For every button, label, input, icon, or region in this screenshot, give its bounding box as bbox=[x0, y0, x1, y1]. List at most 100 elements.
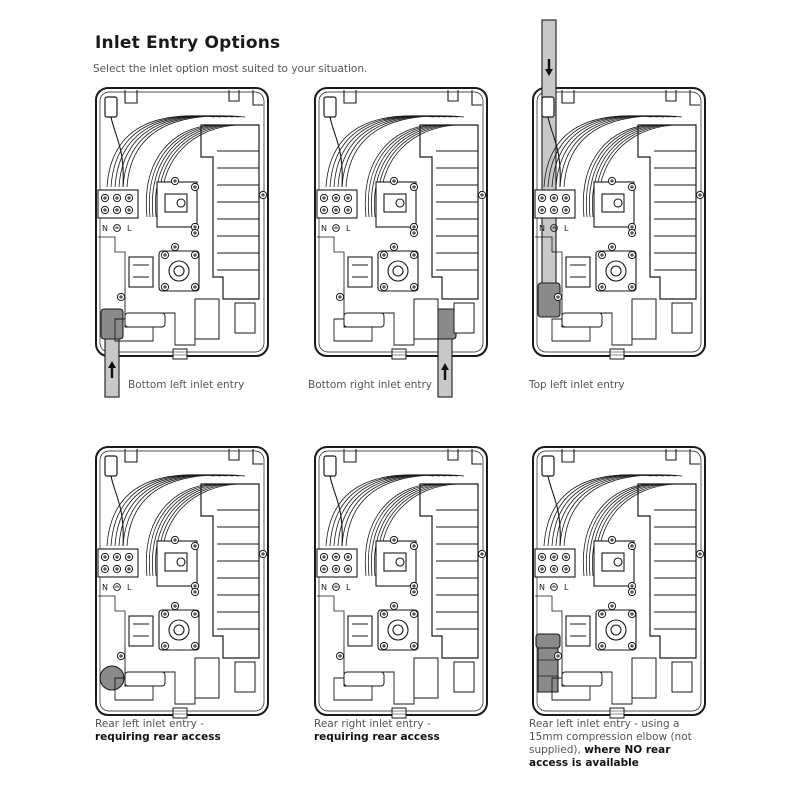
screw-icon bbox=[112, 564, 122, 574]
terminal-label-neutral: N bbox=[102, 224, 108, 233]
compression-elbow bbox=[537, 645, 559, 693]
terminal-label-live: L bbox=[564, 224, 569, 233]
screw-icon bbox=[597, 641, 607, 651]
pressure-relief bbox=[234, 661, 256, 693]
screw-icon bbox=[537, 564, 547, 574]
terminal-label-live: L bbox=[127, 224, 132, 233]
screw-icon bbox=[100, 193, 110, 203]
thermostat bbox=[156, 535, 200, 591]
screw-icon bbox=[160, 250, 170, 260]
screw-icon bbox=[627, 581, 637, 591]
screw-icon bbox=[190, 581, 200, 591]
screw-icon bbox=[561, 564, 571, 574]
pressure-relief bbox=[234, 302, 256, 334]
heater-tank bbox=[637, 124, 697, 300]
screw-icon bbox=[343, 564, 353, 574]
page-title: Inlet Entry Options bbox=[95, 33, 281, 53]
flow-switch bbox=[565, 256, 591, 288]
screw-icon bbox=[409, 282, 419, 292]
valve-body bbox=[377, 601, 419, 651]
screw-icon bbox=[597, 282, 607, 292]
arrow-up-icon bbox=[441, 363, 449, 380]
wiring-harness bbox=[325, 474, 465, 577]
screw-icon bbox=[160, 282, 170, 292]
screw-icon bbox=[627, 282, 637, 292]
screw-icon bbox=[343, 205, 353, 215]
outlet-connector bbox=[172, 348, 188, 360]
screw-icon bbox=[549, 552, 559, 562]
arrow-up-icon bbox=[108, 361, 116, 378]
casing-rib bbox=[98, 236, 126, 287]
cable bbox=[110, 116, 124, 188]
mounting-bracket bbox=[561, 90, 700, 106]
screw-icon bbox=[627, 587, 637, 597]
terminal-label-neutral: N bbox=[539, 224, 545, 233]
outlet-connector bbox=[609, 348, 625, 360]
screw-icon bbox=[100, 564, 110, 574]
pcb-housing bbox=[631, 657, 657, 699]
screw-icon bbox=[409, 182, 419, 192]
screw-icon bbox=[116, 651, 126, 661]
inlet-pipe bbox=[433, 308, 457, 398]
terminal-label-live: L bbox=[346, 224, 351, 233]
thermostat bbox=[375, 535, 419, 591]
flow-switch bbox=[347, 615, 373, 647]
caption-bottom-left: Bottom left inlet entry bbox=[128, 379, 245, 391]
mounting-bracket bbox=[124, 90, 263, 106]
screw-icon bbox=[319, 564, 329, 574]
cable bbox=[329, 475, 343, 547]
screw-icon bbox=[190, 182, 200, 192]
inlet-pipe bbox=[100, 308, 124, 398]
pressure-relief bbox=[671, 302, 693, 334]
caption-top-left: Top left inlet entry bbox=[529, 379, 625, 391]
screw-icon bbox=[343, 552, 353, 562]
flow-switch bbox=[128, 615, 154, 647]
heater-tank bbox=[419, 483, 479, 659]
screw-icon bbox=[627, 182, 637, 192]
screw-icon bbox=[190, 228, 200, 238]
screw-icon bbox=[112, 552, 122, 562]
screw-icon bbox=[389, 535, 399, 545]
inlet-fitting bbox=[343, 312, 385, 328]
inlet-fitting bbox=[561, 312, 603, 328]
earth-icon bbox=[550, 224, 558, 232]
screw-icon bbox=[549, 205, 559, 215]
cable bbox=[547, 475, 561, 547]
cable-connector bbox=[541, 455, 555, 477]
screw-icon bbox=[561, 205, 571, 215]
mounting-bracket bbox=[124, 449, 263, 465]
screw-icon bbox=[319, 552, 329, 562]
inlet-fitting bbox=[124, 312, 166, 328]
screw-icon bbox=[331, 552, 341, 562]
screw-icon bbox=[112, 205, 122, 215]
screw-icon bbox=[537, 193, 547, 203]
cable-connector bbox=[323, 455, 337, 477]
wiring-harness bbox=[325, 115, 465, 218]
flow-switch bbox=[128, 256, 154, 288]
screw-icon bbox=[607, 601, 617, 611]
valve-body bbox=[158, 601, 200, 651]
screw-icon bbox=[331, 205, 341, 215]
screw-icon bbox=[170, 535, 180, 545]
screw-icon bbox=[627, 641, 637, 651]
thermostat bbox=[593, 176, 637, 232]
cable bbox=[547, 116, 561, 188]
screw-icon bbox=[389, 601, 399, 611]
pcb-housing bbox=[413, 298, 439, 340]
mounting-bracket bbox=[561, 449, 700, 465]
heater-tank bbox=[200, 124, 260, 300]
earth-icon bbox=[113, 224, 121, 232]
screw-icon bbox=[607, 176, 617, 186]
pcb-housing bbox=[194, 298, 220, 340]
inlet-fitting bbox=[343, 671, 385, 687]
screw-icon bbox=[561, 552, 571, 562]
